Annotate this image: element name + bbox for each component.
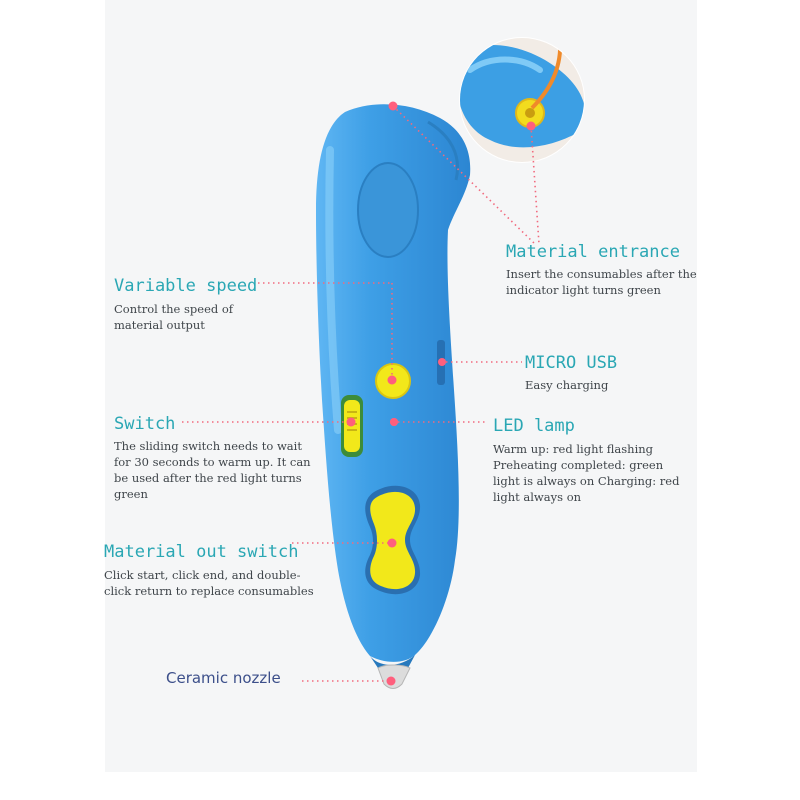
variable-speed-title: Variable speed	[114, 276, 258, 296]
led-lamp-description: Warm up: red light flashing Preheating c…	[493, 442, 680, 504]
ceramic-nozzle-part	[377, 664, 411, 689]
switch-title: Switch	[114, 414, 176, 434]
ceramic-nozzle-title: Ceramic nozzle	[166, 669, 281, 687]
marker-dot-inset	[526, 121, 536, 131]
material-entrance-description: Insert the consumables after the indicat…	[506, 267, 697, 297]
leader-lines	[182, 105, 540, 682]
material-out-switch-title: Material out switch	[104, 542, 299, 562]
marker-dot-ceramic-nozzle	[386, 676, 396, 686]
marker-dot-material-out	[387, 538, 397, 548]
marker-dot-micro-usb	[438, 358, 446, 366]
led-lamp-title: LED lamp	[493, 416, 575, 436]
micro-usb-description: Easy charging	[525, 378, 609, 392]
marker-dot-material-entrance	[388, 101, 398, 111]
inset-zoom-circle	[459, 37, 585, 163]
marker-dots	[346, 101, 536, 686]
marker-dot-led-lamp	[390, 418, 398, 426]
material-out-switch-description: Click start, click end, and double-click…	[104, 568, 314, 598]
micro-usb-title: MICRO USB	[525, 353, 618, 373]
switch-description: The sliding switch needs to wait for 30 …	[114, 439, 311, 501]
marker-dot-switch	[346, 417, 356, 427]
marker-dot-variable-speed	[387, 375, 397, 385]
variable-speed-description: Control the speed of material output	[114, 302, 234, 332]
material-entrance-title: Material entrance	[506, 242, 680, 262]
